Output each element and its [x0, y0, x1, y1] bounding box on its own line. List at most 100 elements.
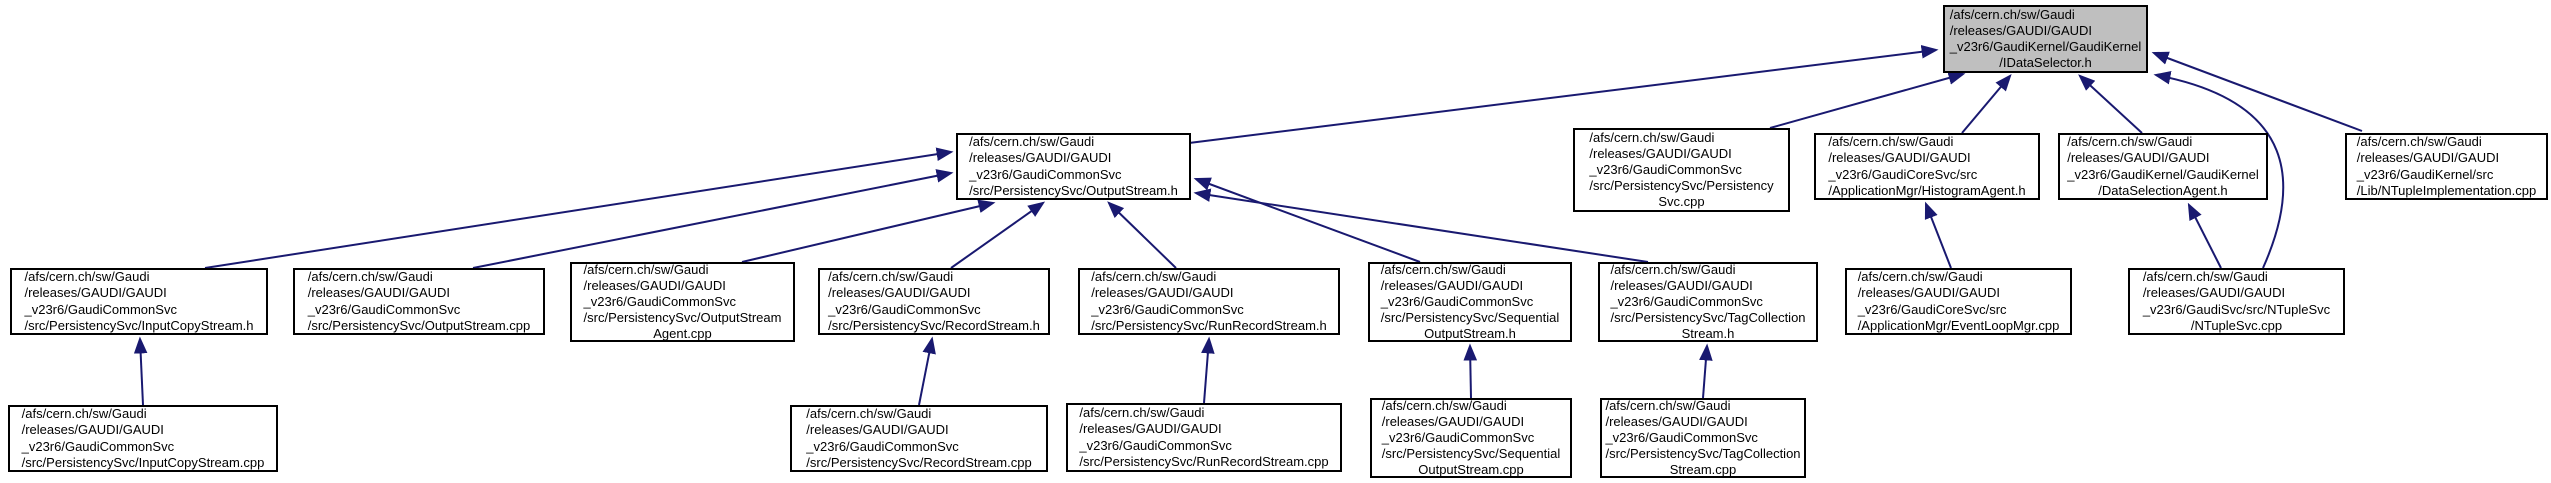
graph-node-label-line: /releases/GAUDI/GAUDI: [1857, 285, 2001, 301]
graph-node-tagcollectionstream-cpp[interactable]: /afs/cern.ch/sw/Gaudi/releases/GAUDI/GAU…: [1600, 398, 1806, 478]
graph-node-label-line: /afs/cern.ch/sw/Gaudi: [1610, 261, 1736, 277]
graph-node-label-line: /src/PersistencySvc/InputCopyStream.cpp: [21, 454, 265, 470]
edge-tagcollectionstream-h-to-outputstream-h: [1193, 188, 1649, 263]
edge-histogramagent-h-to-idataselector-h: [1961, 74, 2012, 134]
graph-node-label-line: Svc.cpp: [1658, 194, 1705, 210]
graph-node-label-line: _v23r6/GaudiKernel/GaudiKernel: [1949, 39, 2142, 54]
graph-node-sequentialoutputstream-h[interactable]: /afs/cern.ch/sw/Gaudi/releases/GAUDI/GAU…: [1368, 262, 1572, 342]
graph-node-histogramagent-h[interactable]: /afs/cern.ch/sw/Gaudi/releases/GAUDI/GAU…: [1814, 133, 2040, 200]
graph-node-label-line: _v23r6/GaudiCommonSvc: [21, 438, 175, 454]
graph-node-label-line: /releases/GAUDI/GAUDI: [2356, 150, 2500, 166]
graph-node-label-line: /src/PersistencySvc/InputCopyStream.h: [24, 317, 254, 333]
edge-dataselectionagent-h-to-idataselector-h: [2078, 74, 2143, 134]
graph-node-label-line: /src/PersistencySvc/TagCollection: [1610, 310, 1806, 326]
edge-runrecordstream-cpp-to-runrecordstream-h: [1201, 336, 1215, 404]
graph-node-label-line: /releases/GAUDI/GAUDI: [828, 285, 971, 301]
graph-node-label: /afs/cern.ch/sw/Gaudi/releases/GAUDI/GAU…: [1610, 262, 1805, 343]
graph-node-label-line: /afs/cern.ch/sw/Gaudi: [1589, 129, 1715, 145]
graph-node-label-line: _v23r6/GaudiCommonSvc: [1380, 293, 1534, 309]
graph-node-ntuplesvc-cpp[interactable]: /afs/cern.ch/sw/Gaudi/releases/GAUDI/GAU…: [2128, 268, 2345, 335]
graph-node-label-line: /DataSelectionAgent.h: [2098, 182, 2228, 198]
graph-node-label-line: _v23r6/GaudiKernel/GaudiKernel: [2067, 166, 2259, 182]
graph-node-eventloopmgr-cpp[interactable]: /afs/cern.ch/sw/Gaudi/releases/GAUDI/GAU…: [1845, 268, 2072, 335]
graph-node-label-line: _v23r6/GaudiCommonSvc: [1610, 293, 1763, 309]
graph-node-label-line: _v23r6/GaudiCommonSvc: [1079, 437, 1232, 453]
graph-node-label-line: /releases/GAUDI/GAUDI: [583, 277, 726, 293]
graph-node-label-line: /afs/cern.ch/sw/Gaudi: [1381, 397, 1507, 413]
graph-node-outputstreamagent-cpp[interactable]: /afs/cern.ch/sw/Gaudi/releases/GAUDI/GAU…: [570, 262, 795, 342]
graph-node-label-line: /src/PersistencySvc/OutputStream.cpp: [307, 317, 531, 333]
graph-node-label-line: /src/PersistencySvc/TagCollection: [1605, 446, 1801, 462]
edge-eventloopmgr-cpp-to-histogramagent-h: [1924, 201, 1952, 269]
graph-node-label-line: /afs/cern.ch/sw/Gaudi: [1380, 261, 1506, 277]
graph-node-label-line: Agent.cpp: [653, 326, 712, 342]
edge-recordstream-h-to-outputstream-h: [950, 201, 1046, 269]
graph-node-label-line: _v23r6/GaudiCommonSvc: [969, 166, 1122, 182]
graph-node-label-line: /src/PersistencySvc/RecordStream.cpp: [806, 454, 1032, 470]
graph-node-label-line: /src/PersistencySvc/RunRecordStream.h: [1091, 317, 1327, 333]
graph-node-label-line: /releases/GAUDI/GAUDI: [2067, 150, 2210, 166]
edges-group: [133, 45, 2363, 406]
graph-node-label-line: _v23r6/GaudiCommonSvc: [24, 301, 177, 317]
graph-node-label-line: /afs/cern.ch/sw/Gaudi: [1857, 269, 1983, 285]
graph-node-label-line: _v23r6/GaudiCommonSvc: [1381, 429, 1535, 445]
graph-node-label-line: /releases/GAUDI/GAUDI: [1949, 22, 2093, 38]
graph-node-label-line: _v23r6/GaudiSvc/src/NTupleSvc: [2142, 301, 2331, 317]
graph-node-label: /afs/cern.ch/sw/Gaudi/releases/GAUDI/GAU…: [1950, 7, 2142, 72]
graph-node-label-line: /afs/cern.ch/sw/Gaudi: [583, 261, 709, 277]
graph-node-runrecordstream-cpp[interactable]: /afs/cern.ch/sw/Gaudi/releases/GAUDI/GAU…: [1066, 403, 1342, 472]
graph-node-label-line: /afs/cern.ch/sw/Gaudi: [2356, 134, 2482, 150]
graph-node-label-line: /afs/cern.ch/sw/Gaudi: [21, 406, 147, 422]
graph-node-label: /afs/cern.ch/sw/Gaudi/releases/GAUDI/GAU…: [806, 406, 1031, 471]
graph-node-label-line: /releases/GAUDI/GAUDI: [2142, 285, 2286, 301]
graph-node-inputcopystream-cpp[interactable]: /afs/cern.ch/sw/Gaudi/releases/GAUDI/GAU…: [8, 405, 278, 472]
graph-node-inputcopystream-h[interactable]: /afs/cern.ch/sw/Gaudi/releases/GAUDI/GAU…: [10, 268, 268, 335]
graph-node-idataselector-h[interactable]: /afs/cern.ch/sw/Gaudi/releases/GAUDI/GAU…: [1943, 5, 2148, 73]
graph-node-label-line: OutputStream.h: [1424, 326, 1516, 342]
graph-node-ntupleimplementation-cpp[interactable]: /afs/cern.ch/sw/Gaudi/releases/GAUDI/GAU…: [2345, 133, 2548, 200]
graph-node-label-line: /src/PersistencySvc/Persistency: [1589, 178, 1774, 194]
graph-node-label-line: /afs/cern.ch/sw/Gaudi: [1949, 6, 2075, 22]
graph-node-label: /afs/cern.ch/sw/Gaudi/releases/GAUDI/GAU…: [1079, 405, 1328, 470]
graph-node-label: /afs/cern.ch/sw/Gaudi/releases/GAUDI/GAU…: [2067, 134, 2259, 199]
graph-node-label-line: /afs/cern.ch/sw/Gaudi: [2142, 269, 2268, 285]
graph-node-dataselectionagent-h[interactable]: /afs/cern.ch/sw/Gaudi/releases/GAUDI/GAU…: [2058, 133, 2268, 200]
graph-node-outputstream-cpp[interactable]: /afs/cern.ch/sw/Gaudi/releases/GAUDI/GAU…: [293, 268, 545, 335]
graph-node-label: /afs/cern.ch/sw/Gaudi/releases/GAUDI/GAU…: [2143, 269, 2330, 334]
graph-node-label-line: _v23r6/GaudiCommonSvc: [1589, 161, 1742, 177]
graph-node-label: /afs/cern.ch/sw/Gaudi/releases/GAUDI/GAU…: [1382, 398, 1560, 479]
graph-node-label-line: /releases/GAUDI/GAUDI: [1380, 277, 1524, 293]
graph-node-persistencysvc-cpp[interactable]: /afs/cern.ch/sw/Gaudi/releases/GAUDI/GAU…: [1573, 128, 1790, 212]
graph-node-label-line: _v23r6/GaudiCommonSvc: [806, 438, 959, 454]
graph-node-label-line: /src/PersistencySvc/OutputStream.h: [969, 182, 1178, 198]
graph-node-runrecordstream-h[interactable]: /afs/cern.ch/sw/Gaudi/releases/GAUDI/GAU…: [1078, 268, 1340, 335]
graph-node-label: /afs/cern.ch/sw/Gaudi/releases/GAUDI/GAU…: [24, 269, 253, 334]
graph-node-label-line: _v23r6/GaudiCommonSvc: [1605, 429, 1758, 445]
graph-node-tagcollectionstream-h[interactable]: /afs/cern.ch/sw/Gaudi/releases/GAUDI/GAU…: [1598, 262, 1818, 342]
edge-sequentialoutputstream-cpp-to-sequentialoutputstream-h: [1463, 343, 1478, 399]
graph-node-label-line: _v23r6/GaudiCoreSvc/src: [1828, 166, 1978, 182]
graph-node-label-line: /afs/cern.ch/sw/Gaudi: [24, 269, 150, 285]
graph-node-label-line: /src/PersistencySvc/RunRecordStream.cpp: [1079, 453, 1329, 469]
graph-node-label-line: /ApplicationMgr/HistogramAgent.h: [1828, 182, 2026, 198]
edge-runrecordstream-h-to-outputstream-h: [1107, 201, 1177, 269]
graph-node-label: /afs/cern.ch/sw/Gaudi/releases/GAUDI/GAU…: [1589, 130, 1773, 211]
edge-persistencysvc-cpp-to-idataselector-h: [1769, 71, 1966, 129]
graph-node-recordstream-h[interactable]: /afs/cern.ch/sw/Gaudi/releases/GAUDI/GAU…: [818, 268, 1050, 335]
graph-node-label: /afs/cern.ch/sw/Gaudi/releases/GAUDI/GAU…: [828, 269, 1040, 334]
graph-node-outputstream-h[interactable]: /afs/cern.ch/sw/Gaudi/releases/GAUDI/GAU…: [956, 133, 1191, 200]
edge-ntuplesvc-cpp-to-dataselectionagent-h: [2187, 202, 2222, 269]
graph-node-label: /afs/cern.ch/sw/Gaudi/releases/GAUDI/GAU…: [2357, 134, 2536, 199]
graph-node-label: /afs/cern.ch/sw/Gaudi/releases/GAUDI/GAU…: [969, 134, 1178, 199]
edge-outputstreamagent-cpp-to-outputstream-h: [741, 199, 996, 263]
graph-node-label-line: /releases/GAUDI/GAUDI: [1381, 413, 1525, 429]
graph-node-sequentialoutputstream-cpp[interactable]: /afs/cern.ch/sw/Gaudi/releases/GAUDI/GAU…: [1370, 398, 1572, 478]
edge-outputstream-cpp-to-outputstream-h: [472, 169, 954, 269]
graph-node-label: /afs/cern.ch/sw/Gaudi/releases/GAUDI/GAU…: [1828, 134, 2025, 199]
graph-node-recordstream-cpp[interactable]: /afs/cern.ch/sw/Gaudi/releases/GAUDI/GAU…: [790, 405, 1048, 472]
graph-node-label-line: /ApplicationMgr/EventLoopMgr.cpp: [1857, 317, 2060, 333]
graph-node-label-line: /src/PersistencySvc/Sequential: [1380, 310, 1560, 326]
graph-node-label-line: /afs/cern.ch/sw/Gaudi: [1605, 397, 1731, 413]
